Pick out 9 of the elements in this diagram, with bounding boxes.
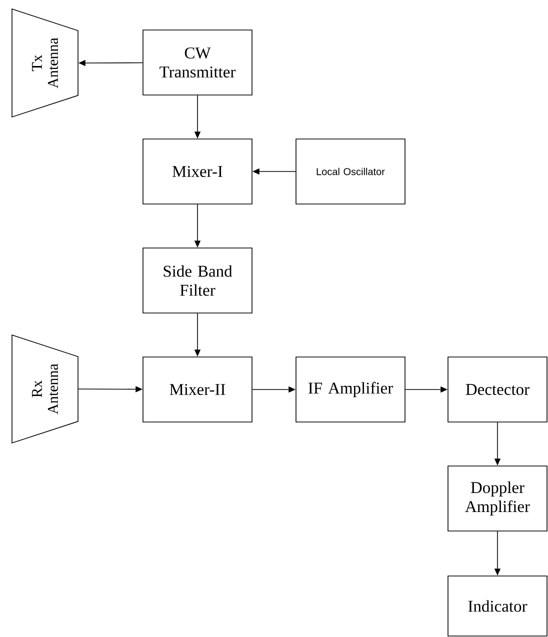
block-box: Local Oscillator: [296, 138, 406, 204]
block-box: Indicator: [448, 576, 548, 636]
block-box: Mixer-II: [142, 356, 252, 422]
block-box: Mixer-I: [142, 138, 252, 204]
block-box: CW Transmitter: [142, 30, 252, 96]
block-box: Doppler Amplifier: [448, 466, 548, 532]
block-box: Dectector: [448, 356, 548, 422]
block-box: Side Band Filter: [142, 248, 252, 314]
block-box: IF Amplifier: [296, 356, 406, 422]
